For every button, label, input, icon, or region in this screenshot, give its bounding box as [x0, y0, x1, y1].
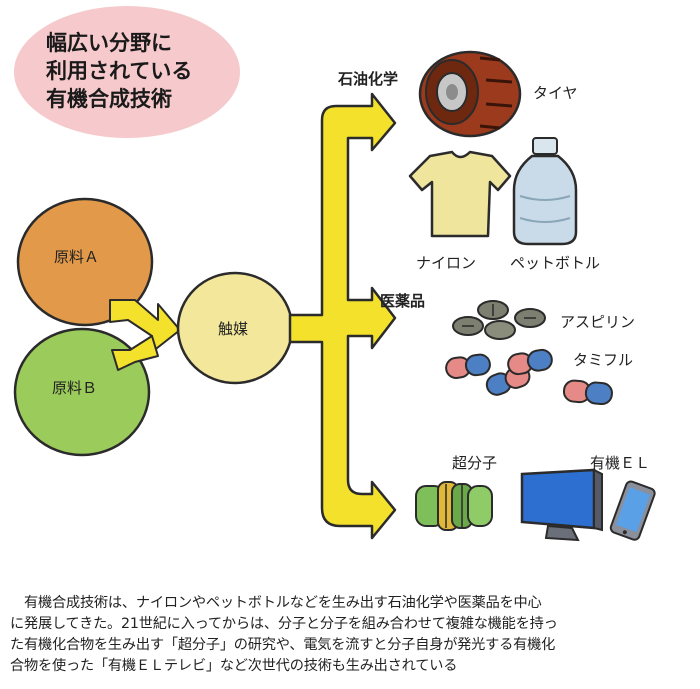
title-bubble	[14, 6, 240, 138]
arrow-a-to-catalyst	[109, 299, 181, 353]
product-aspirin-label: アスピリン	[560, 313, 636, 331]
caption-line-2: に発展してきた。21世紀に入ってからは、分子と分子を組み合わせて複雑な機能を持っ	[10, 616, 558, 632]
product-organic-el-label: 有機ＥＬ	[590, 454, 651, 472]
organic-el-phone-icon	[609, 480, 656, 541]
title: 幅広い分野に 利用されている 有機合成技術	[40, 12, 218, 130]
product-tire-label: タイヤ	[533, 84, 578, 102]
title-line-3: 有機合成技術	[46, 87, 172, 111]
tire-icon	[418, 50, 522, 138]
category-pharma: 医薬品	[380, 292, 426, 310]
nylon-shirt-icon	[408, 150, 512, 238]
caption-line-3: た有機化合物を生み出す「超分子」の研究や、電気を流すと分子自身が発光する有機化	[10, 637, 556, 653]
arrow-b-to-catalyst	[111, 335, 159, 371]
product-nylon-label: ナイロン	[416, 254, 477, 272]
aspirin-pills-icon	[452, 300, 546, 340]
organic-el-monitor-icon	[520, 468, 603, 542]
pet-bottle-icon	[512, 137, 578, 246]
title-line-1: 幅広い分野に	[46, 31, 172, 55]
category-petrochem: 石油化学	[338, 70, 399, 88]
material-a-label: 原料Ａ	[54, 248, 100, 266]
category-supramolecule: 超分子	[452, 454, 498, 472]
catalyst-label: 触媒	[218, 320, 249, 338]
tamiflu-capsules-icon	[445, 348, 613, 406]
product-pet-bottle-label: ペットボトル	[510, 254, 601, 272]
caption: 有機合成技術は、ナイロンやペットボトルなどを生み出す石油化学や医薬品を中心 に発…	[10, 593, 692, 677]
material-b-label: 原料Ｂ	[52, 379, 98, 397]
caption-line-1: 有機合成技術は、ナイロンやペットボトルなどを生み出す石油化学や医薬品を中心	[10, 595, 542, 611]
title-line-2: 利用されている	[46, 59, 193, 83]
material-a-circle	[16, 197, 154, 327]
caption-line-4: 合物を使った「有機ＥＬテレビ」など次世代の技術も生み出されている	[10, 658, 458, 674]
supramolecule-icon	[415, 481, 493, 531]
branch-arrow	[288, 92, 397, 540]
product-tamiflu-label: タミフル	[573, 351, 634, 369]
